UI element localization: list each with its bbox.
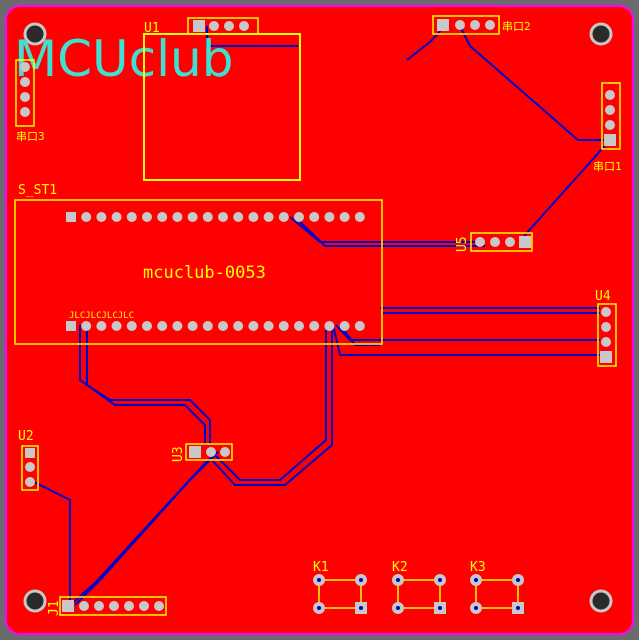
k3-label: K3 — [470, 560, 486, 575]
serial-port-2-label: 串口2 — [502, 20, 531, 33]
k2-label: K2 — [392, 560, 408, 575]
module-pin-pad — [294, 212, 304, 222]
u3-header: U3 — [171, 443, 233, 462]
module-pin-pad — [202, 212, 213, 222]
module-pin-pad — [218, 321, 228, 331]
serial-port-1-label: 串口1 — [593, 160, 622, 173]
u2-label: U2 — [18, 429, 34, 444]
button-k2: K2 — [392, 560, 446, 614]
module-pin-pad — [248, 321, 259, 331]
module-pin-pad — [126, 321, 137, 331]
module-pin-pad — [218, 212, 228, 222]
s-st1-bottom-pin-row — [66, 321, 365, 331]
board-model-label: mcuclub-0053 — [143, 263, 266, 283]
module-pin-pad — [187, 212, 198, 222]
module-pin-pad — [248, 212, 259, 222]
serial-port-3-label: 串口3 — [16, 130, 45, 143]
module-pin-pad — [157, 321, 168, 331]
module-pin-pad — [66, 321, 76, 331]
u1-header-pads — [187, 17, 259, 35]
serial-port-3: 串口3 — [15, 59, 45, 143]
j1-label: J1 — [47, 600, 62, 616]
module-pin-pad — [263, 321, 274, 331]
serial-port-1: 串口1 — [593, 82, 622, 173]
module-pin-pad — [233, 212, 244, 222]
module-pin-pad — [157, 212, 168, 222]
module-pin-pad — [309, 212, 320, 222]
module-pin-pad — [187, 321, 198, 331]
u3-label: U3 — [171, 446, 186, 462]
u1-module: U1 — [143, 17, 301, 181]
mounting-hole-bottom-right — [589, 589, 613, 613]
j1-header: J1 — [47, 596, 167, 616]
u4-header: U4 — [595, 289, 617, 367]
traces — [29, 25, 611, 606]
s-st1-top-pin-row — [66, 212, 365, 222]
u1-label: U1 — [144, 21, 160, 36]
module-pin-pad — [324, 321, 335, 331]
module-pin-pad — [172, 321, 183, 331]
module-pin-pad — [81, 212, 92, 222]
module-pin-pad — [111, 212, 122, 222]
u2-header: U2 — [18, 429, 39, 491]
u5-header: U5 — [455, 232, 533, 252]
s-st1-label: S_ST1 — [18, 183, 57, 198]
module-pin-pad — [339, 212, 350, 222]
pcb-board — [5, 5, 634, 635]
s-st1-outline — [14, 199, 383, 345]
mounting-holes — [23, 22, 613, 613]
module-pin-pad — [354, 212, 365, 222]
module-pin-pad — [233, 321, 244, 331]
mounting-hole-top-left — [23, 22, 47, 46]
module-pin-pad — [96, 321, 107, 331]
module-pin-pad — [111, 321, 122, 331]
mcuclub-logo: MCUclub — [14, 30, 233, 88]
module-pin-pad — [96, 212, 107, 222]
k1-label: K1 — [313, 560, 329, 575]
u4-label: U4 — [595, 289, 611, 304]
module-pin-pad — [294, 321, 304, 331]
module-pin-pad — [142, 212, 152, 222]
module-pin-pad — [324, 212, 335, 222]
module-bottom-text: JLCJLCJLCJLC — [69, 311, 134, 321]
module-pin-pad — [172, 212, 183, 222]
serial-port-2: 串口2 — [432, 15, 531, 35]
module-pin-pad — [66, 212, 76, 222]
mounting-hole-bottom-left — [23, 589, 47, 613]
module-pin-pad — [354, 321, 365, 331]
u5-label: U5 — [455, 236, 470, 252]
module-pin-pad — [126, 212, 137, 222]
button-k1: K1 — [313, 560, 367, 614]
module-pin-pad — [339, 321, 350, 331]
module-pin-pad — [81, 321, 92, 331]
module-pin-pad — [278, 212, 289, 222]
s-st1-module: S_ST1 mcuclub-0053 JLCJLCJLCJLC — [14, 183, 383, 345]
module-pin-pad — [278, 321, 289, 331]
module-pin-pad — [202, 321, 213, 331]
button-k3: K3 — [470, 560, 524, 614]
module-pin-pad — [309, 321, 320, 331]
module-pin-pad — [263, 212, 274, 222]
mounting-hole-top-right — [589, 22, 613, 46]
module-pin-pad — [142, 321, 152, 331]
